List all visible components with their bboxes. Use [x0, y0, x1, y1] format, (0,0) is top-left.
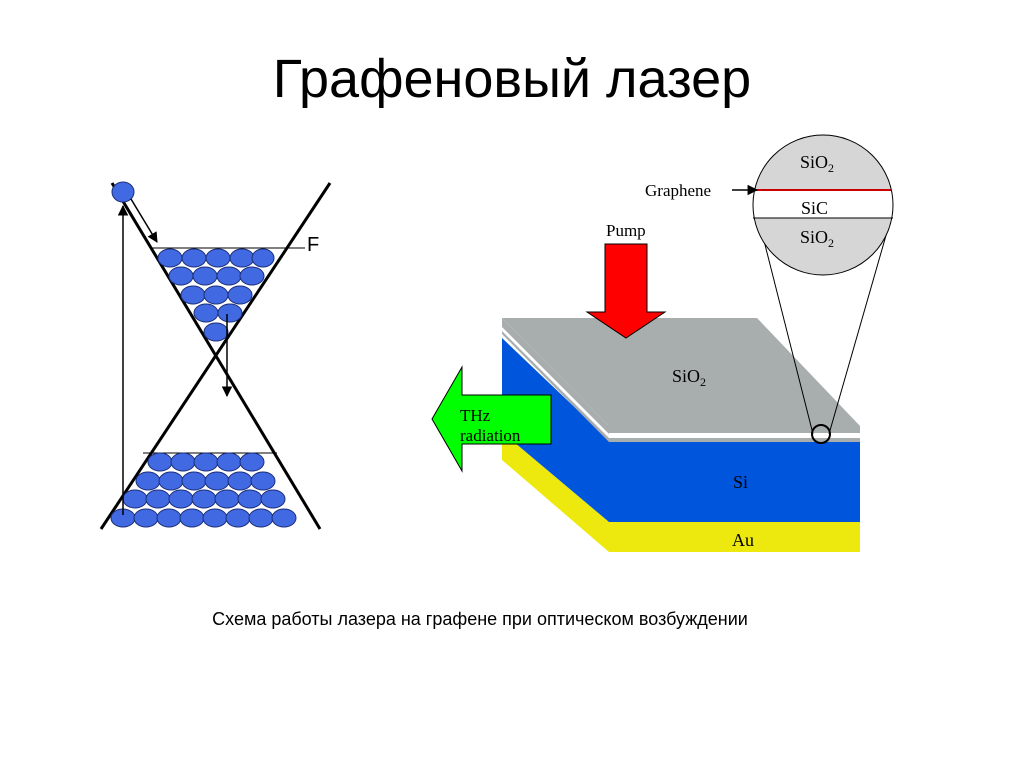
oxide-layer-label: SiO2	[672, 366, 706, 389]
thz-arrow	[431, 365, 552, 473]
pump-label: Pump	[606, 221, 646, 240]
slide-title: Графеновый лазер	[272, 49, 752, 109]
silicon-substrate	[609, 440, 860, 522]
inset-carbide	[753, 190, 893, 218]
zoom-line-right	[828, 224, 890, 435]
inset-outline	[752, 134, 894, 276]
inset-middle-label: SiC	[801, 198, 828, 218]
band-diagram: F	[99, 181, 332, 530]
dirac-cone-line-right	[99, 182, 332, 530]
gold-layer-side	[502, 432, 609, 552]
lower-electron-cluster	[110, 452, 297, 528]
gold-label: Au	[732, 530, 754, 550]
zoom-line-left	[759, 224, 814, 435]
oxide-top-surface	[502, 318, 860, 426]
silicon-label: Si	[733, 472, 748, 492]
thz-label: THz radiation	[460, 406, 521, 445]
graphene-layer-front	[609, 433, 860, 438]
gold-layer	[609, 522, 860, 552]
relaxation-arrow	[130, 198, 158, 243]
laser-device: SiO2 Si Au Pump THz radiation	[431, 221, 860, 552]
inset-top-label: SiO2	[800, 152, 834, 175]
excited-electron	[111, 181, 135, 203]
figure-caption: Схема работы лазера на графене при оптич…	[212, 609, 748, 629]
graphene-layer-stripe	[502, 327, 609, 438]
inset-bottom-label: SiO2	[800, 227, 834, 250]
upper-electron-cluster	[157, 248, 275, 342]
zoom-target-circle	[811, 424, 831, 444]
fermi-label: F	[307, 234, 319, 256]
silicon-side	[502, 338, 609, 522]
graphene-label: Graphene	[645, 181, 711, 200]
pump-arrow	[585, 243, 667, 339]
